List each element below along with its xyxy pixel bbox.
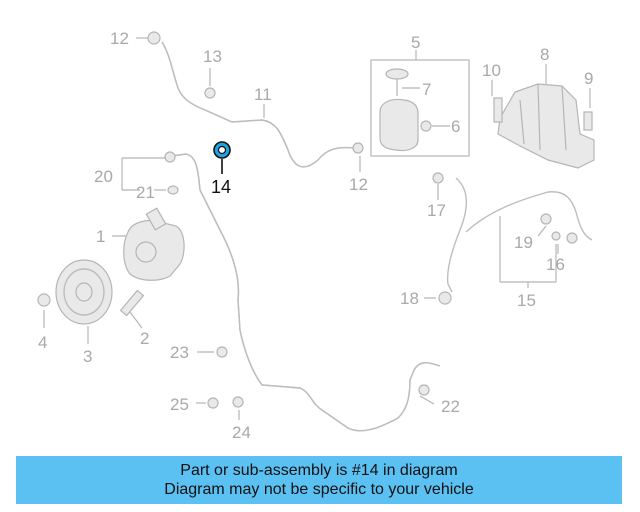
- callout-25: 25: [170, 395, 189, 414]
- callout-12: 12: [110, 29, 129, 48]
- return-hose: [446, 177, 593, 293]
- callout-12-right: 12: [349, 175, 368, 194]
- callout-10: 10: [482, 61, 501, 80]
- callout-17: 17: [427, 201, 446, 220]
- pressure-hose-main: [171, 153, 441, 432]
- callout-11: 11: [254, 85, 272, 104]
- mounting-bracket: [497, 83, 595, 169]
- banner-line-2: Diagram may not be specific to your vehi…: [164, 481, 474, 498]
- leader-lines: [43, 37, 591, 420]
- parts-diagram: 12 13 11 5 7 6 10 8 9 12 20 21 17 19 16 …: [37, 29, 595, 442]
- callout-21: 21: [136, 183, 155, 202]
- pump-pulley: [55, 259, 113, 325]
- callout-7: 7: [422, 80, 431, 99]
- callout-9: 9: [584, 69, 593, 88]
- callout-18: 18: [400, 289, 419, 308]
- callout-4: 4: [38, 333, 47, 352]
- callout-3: 3: [83, 347, 92, 366]
- callout-2: 2: [140, 329, 149, 348]
- callout-13: 13: [203, 47, 222, 66]
- banner-line-1: Part or sub-assembly is #14 in diagram: [180, 462, 458, 479]
- callout-16: 16: [546, 255, 565, 274]
- pressure-hose-upper: [161, 41, 355, 168]
- callout-22: 22: [441, 397, 460, 416]
- reservoir-assembly: [370, 59, 470, 157]
- power-steering-pump: [123, 207, 185, 281]
- part-14-highlighted: [213, 141, 231, 159]
- callout-19: 19: [514, 233, 533, 252]
- callout-8: 8: [540, 45, 549, 64]
- callout-14: 14: [211, 177, 231, 197]
- callout-labels: 12 13 11 5 7 6 10 8 9 12 20 21 17 19 16 …: [38, 29, 593, 442]
- callout-20: 20: [94, 167, 113, 186]
- callout-5: 5: [411, 33, 420, 52]
- info-banner: Part or sub-assembly is #14 in diagram D…: [16, 456, 622, 504]
- callout-15: 15: [517, 291, 536, 310]
- callout-6: 6: [451, 117, 460, 136]
- small-fasteners: [37, 31, 593, 409]
- callout-1: 1: [96, 227, 105, 246]
- callout-23: 23: [170, 343, 189, 362]
- callout-24: 24: [232, 423, 251, 442]
